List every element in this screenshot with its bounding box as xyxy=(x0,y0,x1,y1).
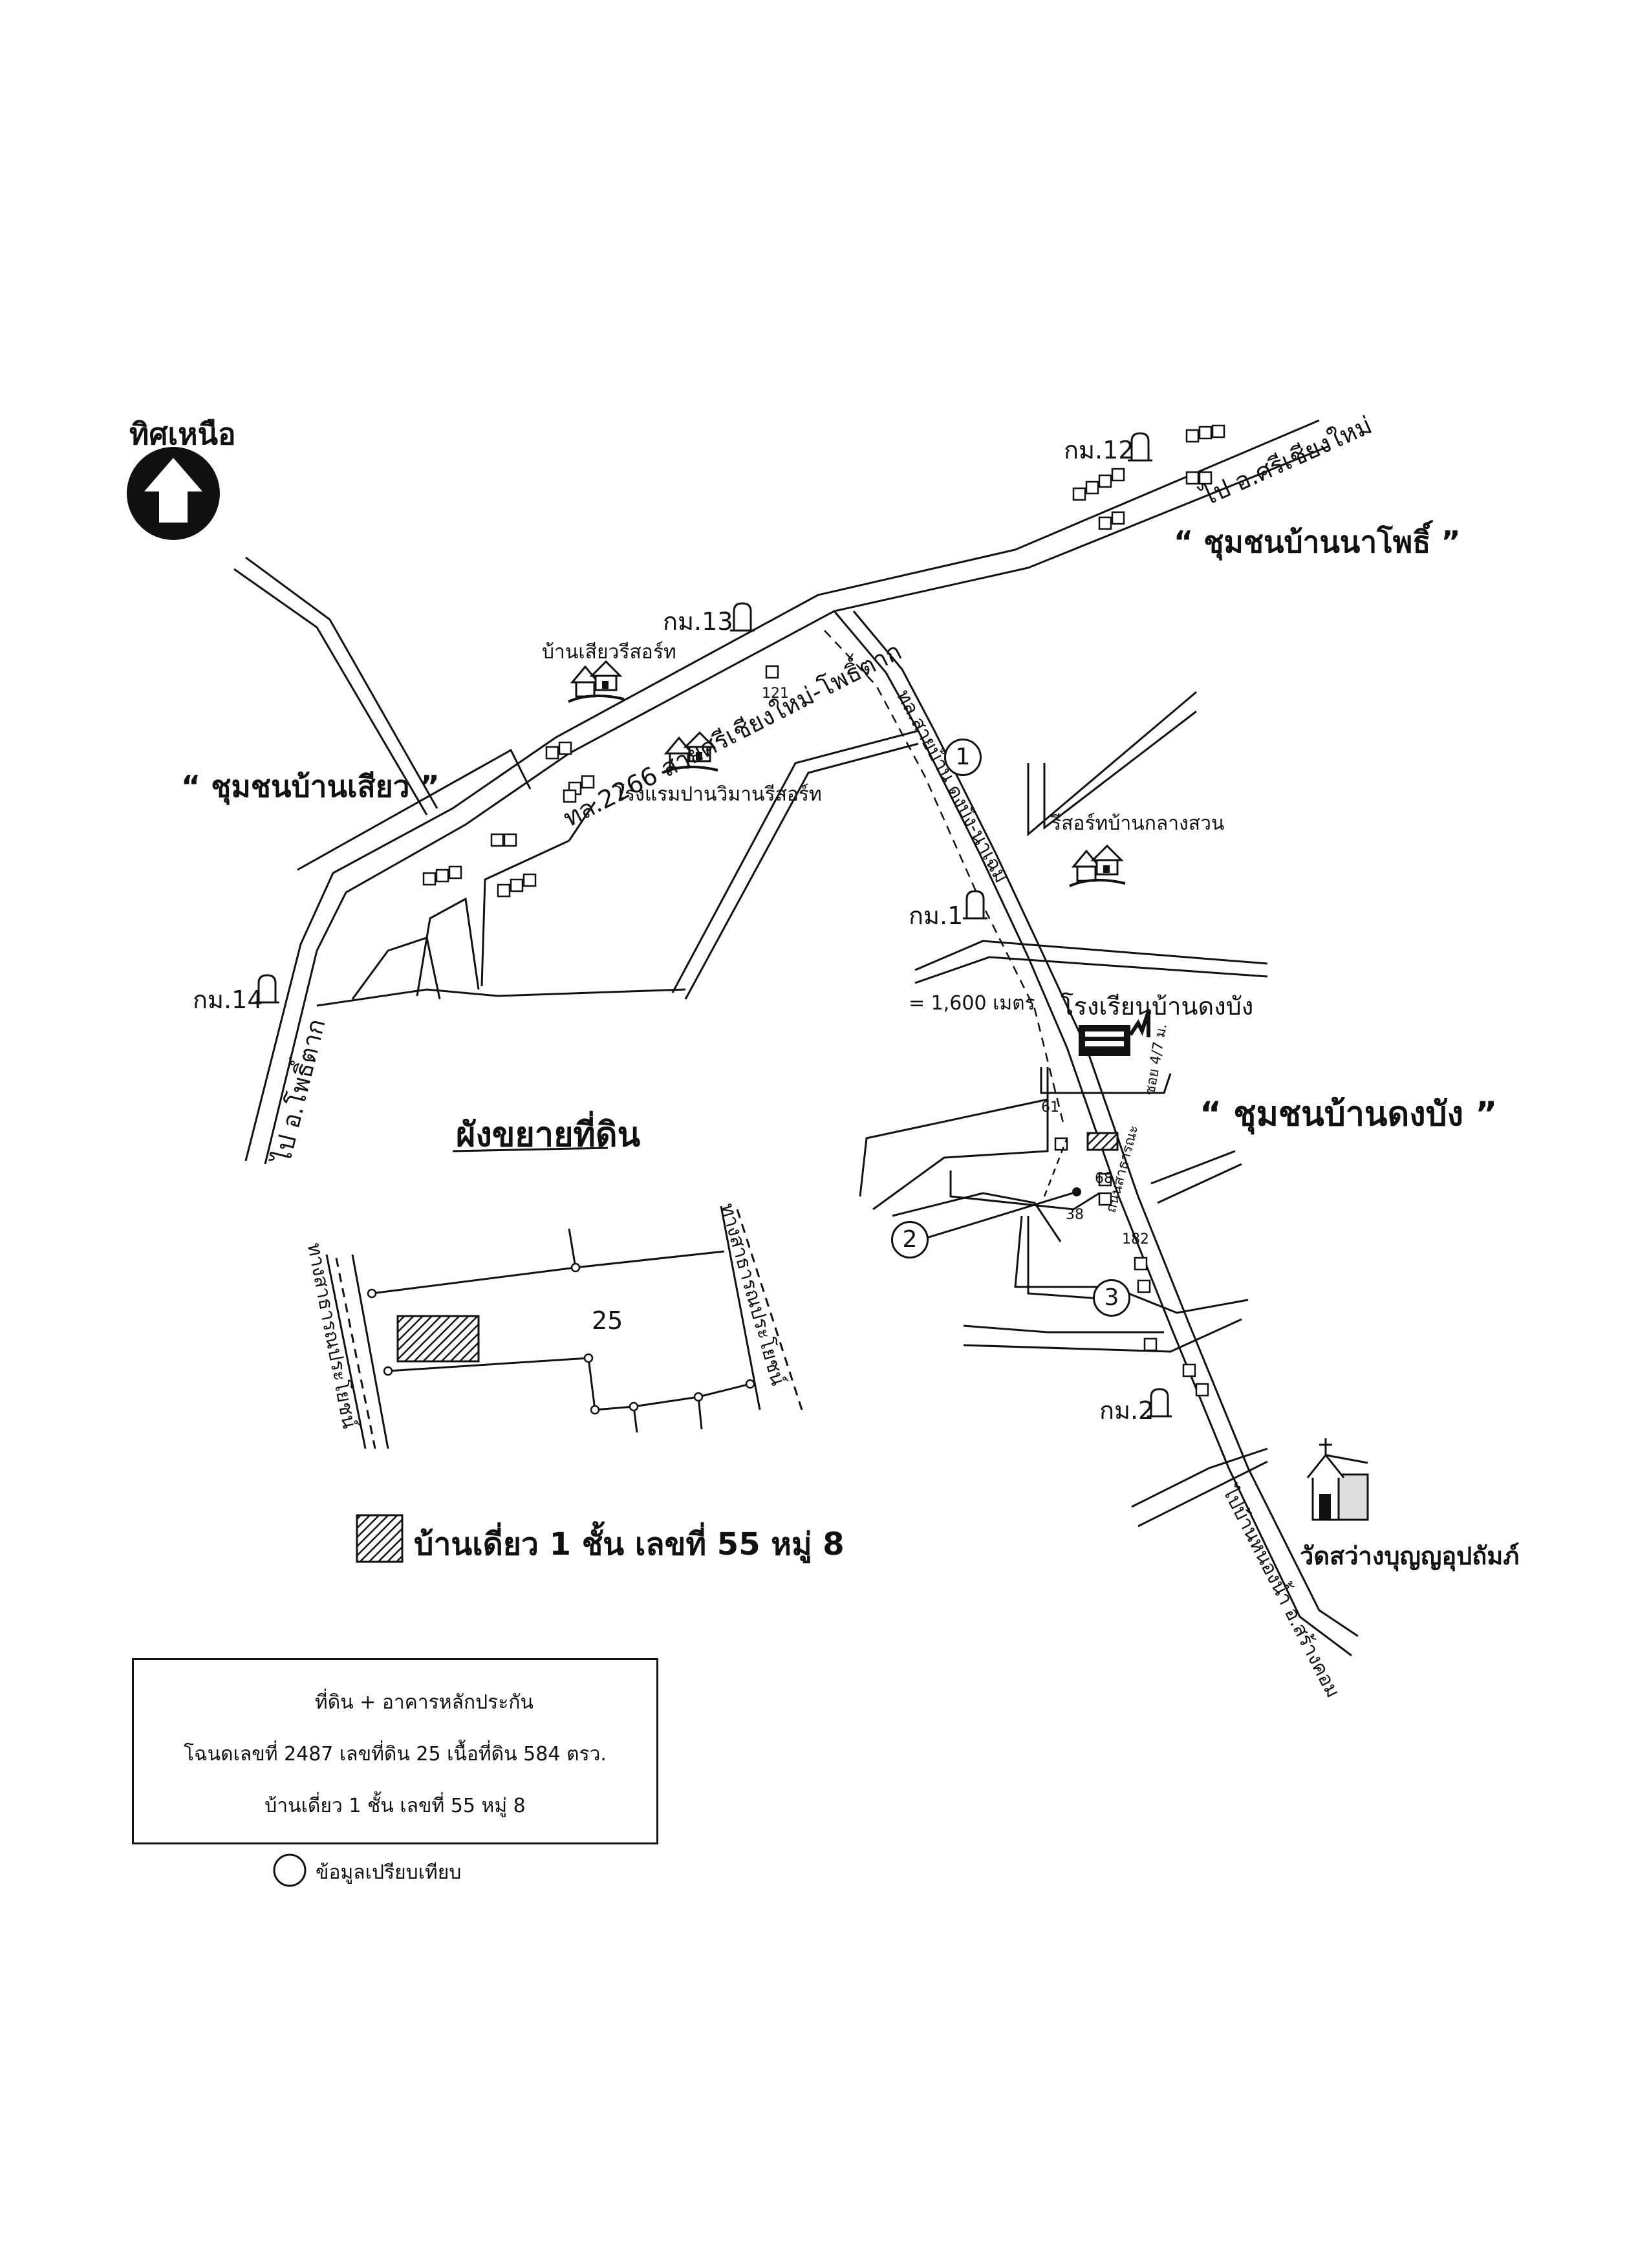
km-14-label: กม.14 xyxy=(193,986,263,1014)
temple-label: วัดสว่างบุญญอุปถัมภ์ xyxy=(1300,1542,1520,1570)
temple-icon xyxy=(1306,1438,1369,1521)
subject-property-label: บ้านเดี่ยว 1 ชั้น เลขที่ 55 หมู่ 8 xyxy=(414,1526,845,1562)
comparison-marker-3: 3 xyxy=(1093,1279,1130,1317)
resort-icon xyxy=(1068,845,1126,887)
north-label: ทิศเหนือ xyxy=(129,416,236,451)
house-number-68: 68 xyxy=(1095,1171,1113,1187)
km-post-1-icon xyxy=(962,890,989,920)
km-1-label: กม.1 xyxy=(909,902,964,930)
km-2-label: กม.2 xyxy=(1099,1396,1154,1425)
legend-box: ที่ดิน + อาคารหลักประกัน โฉนดเลขที่ 2487… xyxy=(132,1658,658,1844)
community-siao-label: “ ชุมชนบ้านเสียว ” xyxy=(181,769,440,804)
community-dongbang-label: “ ชุมชนบ้านดงบัง ” xyxy=(1200,1095,1498,1134)
subject-property-marker xyxy=(1086,1132,1119,1151)
garden-resort-label: รีสอร์ทบ้านกลางสวน xyxy=(1051,812,1225,835)
resort-icon xyxy=(567,660,625,703)
detail-plan-subject-parcel xyxy=(396,1315,480,1363)
distance-label: = 1,600 เมตร xyxy=(909,992,1035,1015)
km-post-13-icon xyxy=(729,602,756,632)
legend-line-3: บ้านเดี่ยว 1 ชั้น เลขที่ 55 หมู่ 8 xyxy=(264,1795,526,1817)
north-arrow-icon xyxy=(127,447,220,540)
km-12-label: กม.12 xyxy=(1064,436,1134,464)
house-number-182: 182 xyxy=(1122,1231,1149,1247)
house-number-38: 38 xyxy=(1066,1207,1084,1223)
comparison-circle-icon xyxy=(273,1853,307,1887)
ban-siao-roads xyxy=(233,556,919,1007)
comparison-marker-1: 1 xyxy=(944,739,982,776)
detail-plan xyxy=(325,1205,803,1449)
ban-siao-resort-label: บ้านเสียวรีสอร์ท xyxy=(542,641,676,664)
km-13-label: กม.13 xyxy=(663,607,733,636)
house-number-121: 121 xyxy=(762,686,789,702)
legend-line-2: โฉนดเลขที่ 2487 เลขที่ดิน 25 เนื้อที่ดิน… xyxy=(184,1743,607,1766)
community-napho-label: “ ชุมชนบ้านนาโพธิ์ ” xyxy=(1174,524,1461,559)
houses xyxy=(422,424,1225,1397)
parcel-number: 25 xyxy=(592,1306,623,1335)
legend-line-1: ที่ดิน + อาคารหลักประกัน xyxy=(314,1691,534,1714)
school-label: โรงเรียนบ้านดงบัง xyxy=(1061,992,1254,1021)
legend-comparison-label: ข้อมูลเปรียบเทียบ xyxy=(316,1861,462,1884)
comparison-marker-2: 2 xyxy=(891,1221,929,1258)
route-dashed-line xyxy=(824,630,1065,1126)
hotel-label: โรงแรมปานวิมานรีสอร์ท xyxy=(614,783,822,806)
detail-plan-title: ผังขยายที่ดิน xyxy=(456,1116,641,1154)
school-icon xyxy=(1079,1011,1150,1056)
house-number-61: 61 xyxy=(1041,1099,1059,1116)
highway-2266 xyxy=(244,419,1330,1165)
